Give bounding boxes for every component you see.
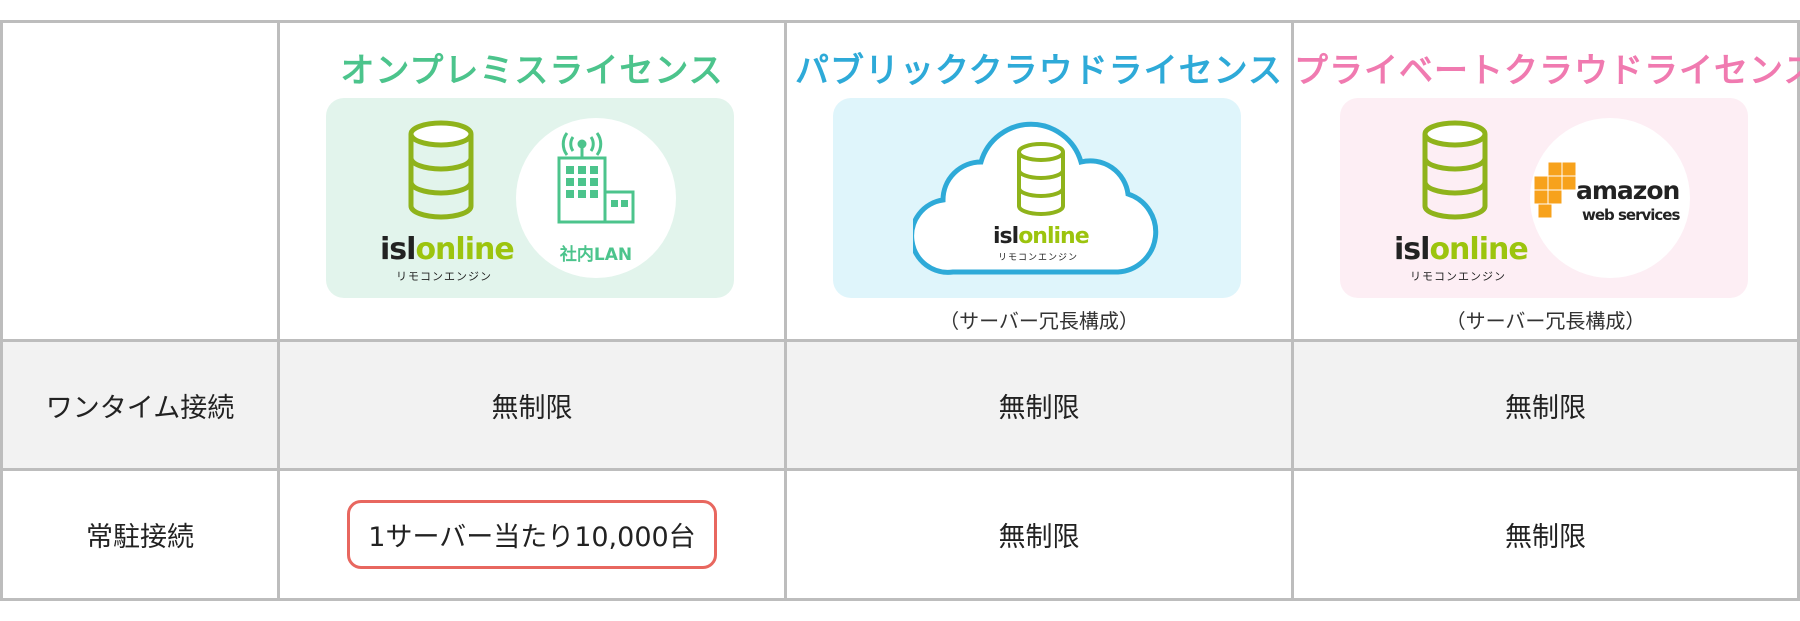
- onetime-onpremise-value: 無制限: [280, 342, 787, 471]
- office-building-icon: [557, 132, 635, 224]
- islonline-logo: islonline: [993, 224, 1090, 249]
- database-icon: [1017, 142, 1065, 216]
- resident-onpremise-cell: 1サーバー当たり10,000台: [280, 471, 787, 601]
- public-cloud-note: （サーバー冗長構成）: [939, 309, 1139, 333]
- aws-webservices-text: web services: [1582, 206, 1680, 224]
- header-private-cloud: プライベートクラウドライセンス islonline リモコンエンジン: [1294, 20, 1800, 342]
- logo-subtitle: リモコンエンジン: [997, 253, 1078, 263]
- aws-cubes-icon: [1534, 162, 1577, 218]
- public-cloud-title: パブリッククラウドライセンス: [795, 51, 1283, 91]
- row-label-onetime: ワンタイム接続: [0, 342, 280, 471]
- onpremise-panel: islonline リモコンエンジン: [326, 98, 734, 298]
- header-empty-cell: [0, 20, 280, 342]
- onetime-private-value: 無制限: [1294, 342, 1800, 471]
- resident-private-value: 無制限: [1294, 471, 1800, 601]
- cloud-icon: [913, 121, 1159, 275]
- private-cloud-note: （サーバー冗長構成）: [1445, 309, 1646, 333]
- row-label-resident: 常駐接続: [0, 471, 280, 601]
- lan-label: 社内LAN: [559, 245, 633, 265]
- aws-circle: amazon web services: [1530, 118, 1690, 278]
- private-cloud-title: プライベートクラウドライセンス: [1294, 51, 1800, 91]
- public-cloud-panel: islonline リモコンエンジン: [833, 98, 1241, 298]
- header-public-cloud: パブリッククラウドライセンス islonline リモコンエンジン （サーバー冗…: [787, 20, 1294, 342]
- license-comparison-table: オンプレミスライセンス islonline リモコンエンジン: [0, 20, 1800, 601]
- logo-subtitle: リモコンエンジン: [1410, 270, 1506, 283]
- resident-public-value: 無制限: [787, 471, 1294, 601]
- aws-amazon-text: amazon: [1576, 176, 1680, 205]
- logo-subtitle: リモコンエンジン: [396, 270, 492, 283]
- onetime-public-value: 無制限: [787, 342, 1294, 471]
- database-icon: [1422, 120, 1488, 220]
- header-onpremise: オンプレミスライセンス islonline リモコンエンジン: [280, 20, 787, 342]
- onpremise-title: オンプレミスライセンス: [340, 51, 724, 91]
- resident-onpremise-value: 1サーバー当たり10,000台: [347, 500, 717, 569]
- islonline-logo: islonline: [1394, 232, 1529, 267]
- private-cloud-panel: islonline リモコンエンジン amazon web services: [1340, 98, 1748, 298]
- islonline-logo: islonline: [380, 232, 515, 267]
- lan-circle: 社内LAN: [516, 118, 676, 278]
- database-icon: [408, 120, 474, 220]
